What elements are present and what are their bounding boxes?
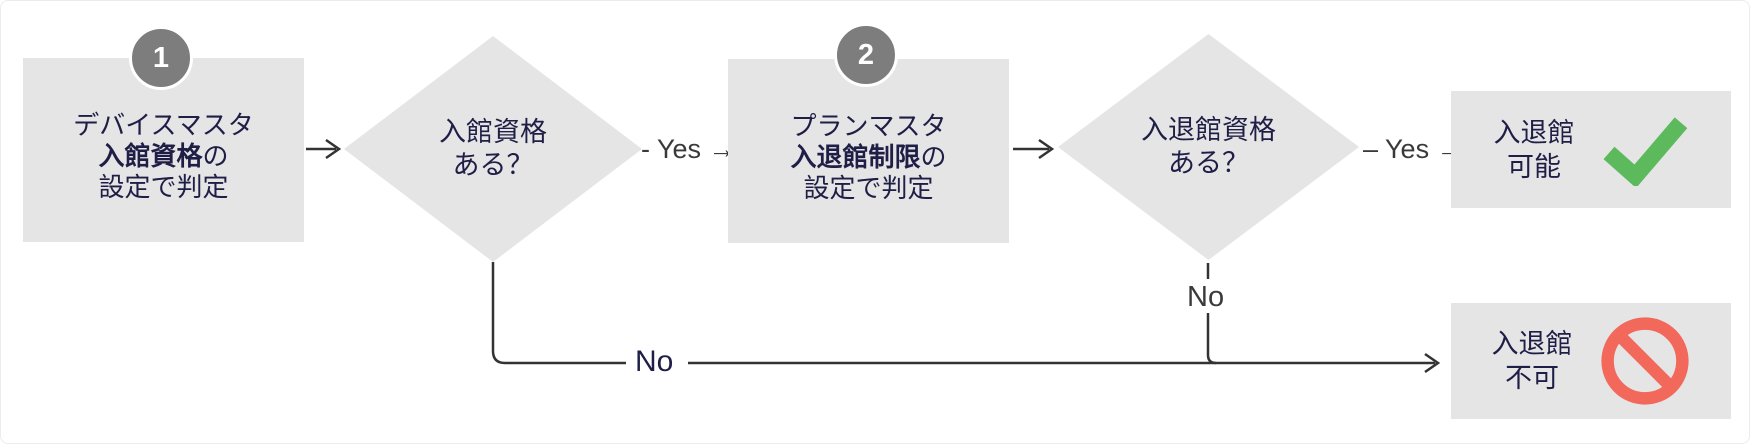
- outcome-box-allowed: 入退館 可能: [1451, 91, 1731, 208]
- yes-label-2: – Yes →: [1363, 134, 1464, 164]
- arrow-box2-to-decision2: [1013, 138, 1055, 160]
- process-box1-line2: 入館資格の: [98, 140, 229, 171]
- process-box1-line1: デバイスマスタ: [73, 109, 254, 140]
- decision-diamond-entry-exit-qualification: 入退館資格 ある？: [1058, 34, 1359, 260]
- arrow-box1-to-decision1: [306, 138, 342, 160]
- decision2-line2: ある？: [1168, 148, 1249, 178]
- decision-diamond-entry-qualification: 入館資格 ある？: [344, 36, 642, 262]
- step-1-number: 1: [152, 41, 170, 74]
- ban-icon: [1600, 317, 1689, 405]
- step-2-badge: 2: [834, 23, 898, 87]
- no-label-1: No: [635, 345, 674, 378]
- outcome-denied-text: 入退館 不可: [1492, 327, 1573, 395]
- outcome-box-denied: 入退館 不可: [1451, 303, 1731, 419]
- check-icon: [1603, 116, 1687, 186]
- decision1-line2: ある？: [452, 150, 534, 180]
- outcome-allowed-line1: 入退館: [1493, 117, 1575, 148]
- process-box1-line3: 設定で判定: [98, 171, 229, 202]
- yes-label-1: - Yes →: [641, 134, 736, 164]
- process-box-plan-master: プランマスタ 入退館制限の 設定で判定: [728, 59, 1009, 243]
- step-1-badge: 1: [129, 26, 193, 90]
- process-box2-line1: プランマスタ: [790, 110, 947, 141]
- process-box2-line2: 入退館制限の: [790, 141, 947, 172]
- decision2-line1: 入退館資格: [1141, 115, 1276, 145]
- outcome-allowed-text: 入退館 可能: [1494, 116, 1575, 184]
- step-2-number: 2: [857, 38, 875, 71]
- outcome-denied-line2: 不可: [1505, 363, 1559, 393]
- decision1-line1: 入館資格: [439, 117, 547, 147]
- no-label-2: No: [1187, 281, 1225, 313]
- outcome-allowed-line2: 可能: [1507, 151, 1561, 182]
- outcome-denied-line1: 入退館: [1491, 329, 1573, 359]
- process-box2-line3: 設定で判定: [803, 172, 934, 203]
